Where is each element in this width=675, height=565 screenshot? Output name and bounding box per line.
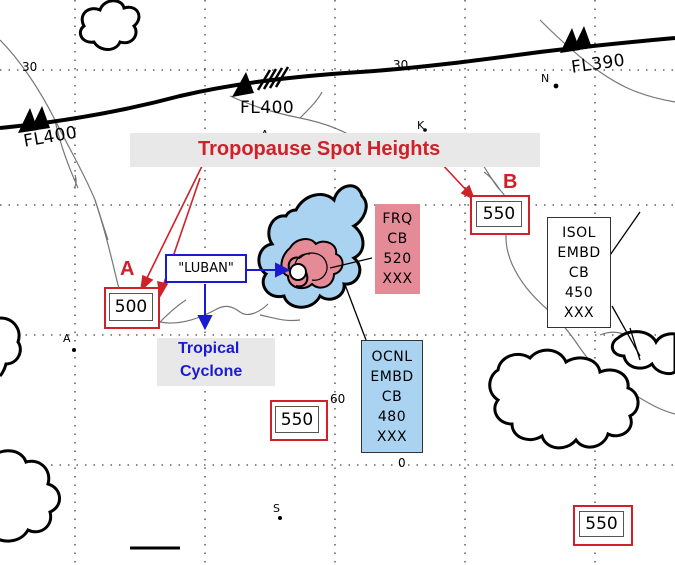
place-letter-n: N [541, 72, 550, 85]
cb-ocnl-line-4: 480 [377, 408, 407, 425]
cyclone-name-box: "LUBAN" [165, 254, 247, 283]
cb-box-isol: ISOL EMBD CB 450 XXX [547, 217, 611, 328]
cb-frq-line-2: CB [387, 231, 408, 247]
cb-box-ocnl: OCNL EMBD CB 480 XXX [361, 340, 423, 453]
cyclone-pointers [197, 262, 291, 331]
place-letter-s: S [273, 502, 280, 515]
spot-heights-title: Tropopause Spot Heights [198, 138, 441, 160]
grid-label-0: 0 [398, 456, 406, 470]
title-banner [130, 133, 540, 167]
cb-frq-line-4: XXX [382, 271, 413, 287]
cyclone-label-line2: Cyclone [180, 363, 243, 380]
cb-isol-line-1: ISOL [562, 224, 596, 241]
spot-height-a: 500 [109, 293, 153, 321]
cb-ocnl-line-2: EMBD [370, 368, 414, 385]
grid-label-30-west: 30 [22, 60, 38, 74]
cb-isol-line-4: 450 [564, 284, 594, 301]
spot-height-southeast: 550 [579, 511, 624, 537]
cb-cloud-icon [0, 0, 675, 543]
cb-isol-line-3: CB [568, 264, 590, 281]
cb-ocnl-line-5: XXX [376, 428, 408, 445]
marker-b: B [503, 171, 518, 193]
cb-isol-line-5: XXX [563, 304, 595, 321]
tropical-cyclone-icon [287, 256, 309, 288]
grid-label-60: 60 [330, 392, 346, 406]
jet-level-center: FL400 [240, 98, 295, 118]
grid-label-30-east: 30 [393, 58, 409, 72]
place-letter-k: K [417, 119, 425, 132]
cyclone-label-banner [157, 338, 275, 386]
jet-stream-arrow-icon [18, 26, 592, 133]
cb-isol-line-2: EMBD [557, 244, 601, 261]
cb-frq-line-3: 520 [383, 251, 412, 267]
cb-frq-line-1: FRQ [382, 211, 413, 227]
cb-box-frq: FRQ CB 520 XXX [375, 204, 420, 294]
spot-height-center: 550 [275, 406, 319, 433]
cb-ocnl-line-3: CB [381, 388, 403, 405]
marker-a: A [120, 258, 135, 280]
jet-barb-icon [256, 66, 290, 91]
cb-ocnl-line-1: OCNL [371, 348, 413, 365]
spot-height-b: 550 [476, 201, 522, 227]
place-markers [72, 83, 559, 520]
cyclone-label-line1: Tropical [178, 340, 240, 357]
place-letter-a-west: A [63, 332, 71, 345]
